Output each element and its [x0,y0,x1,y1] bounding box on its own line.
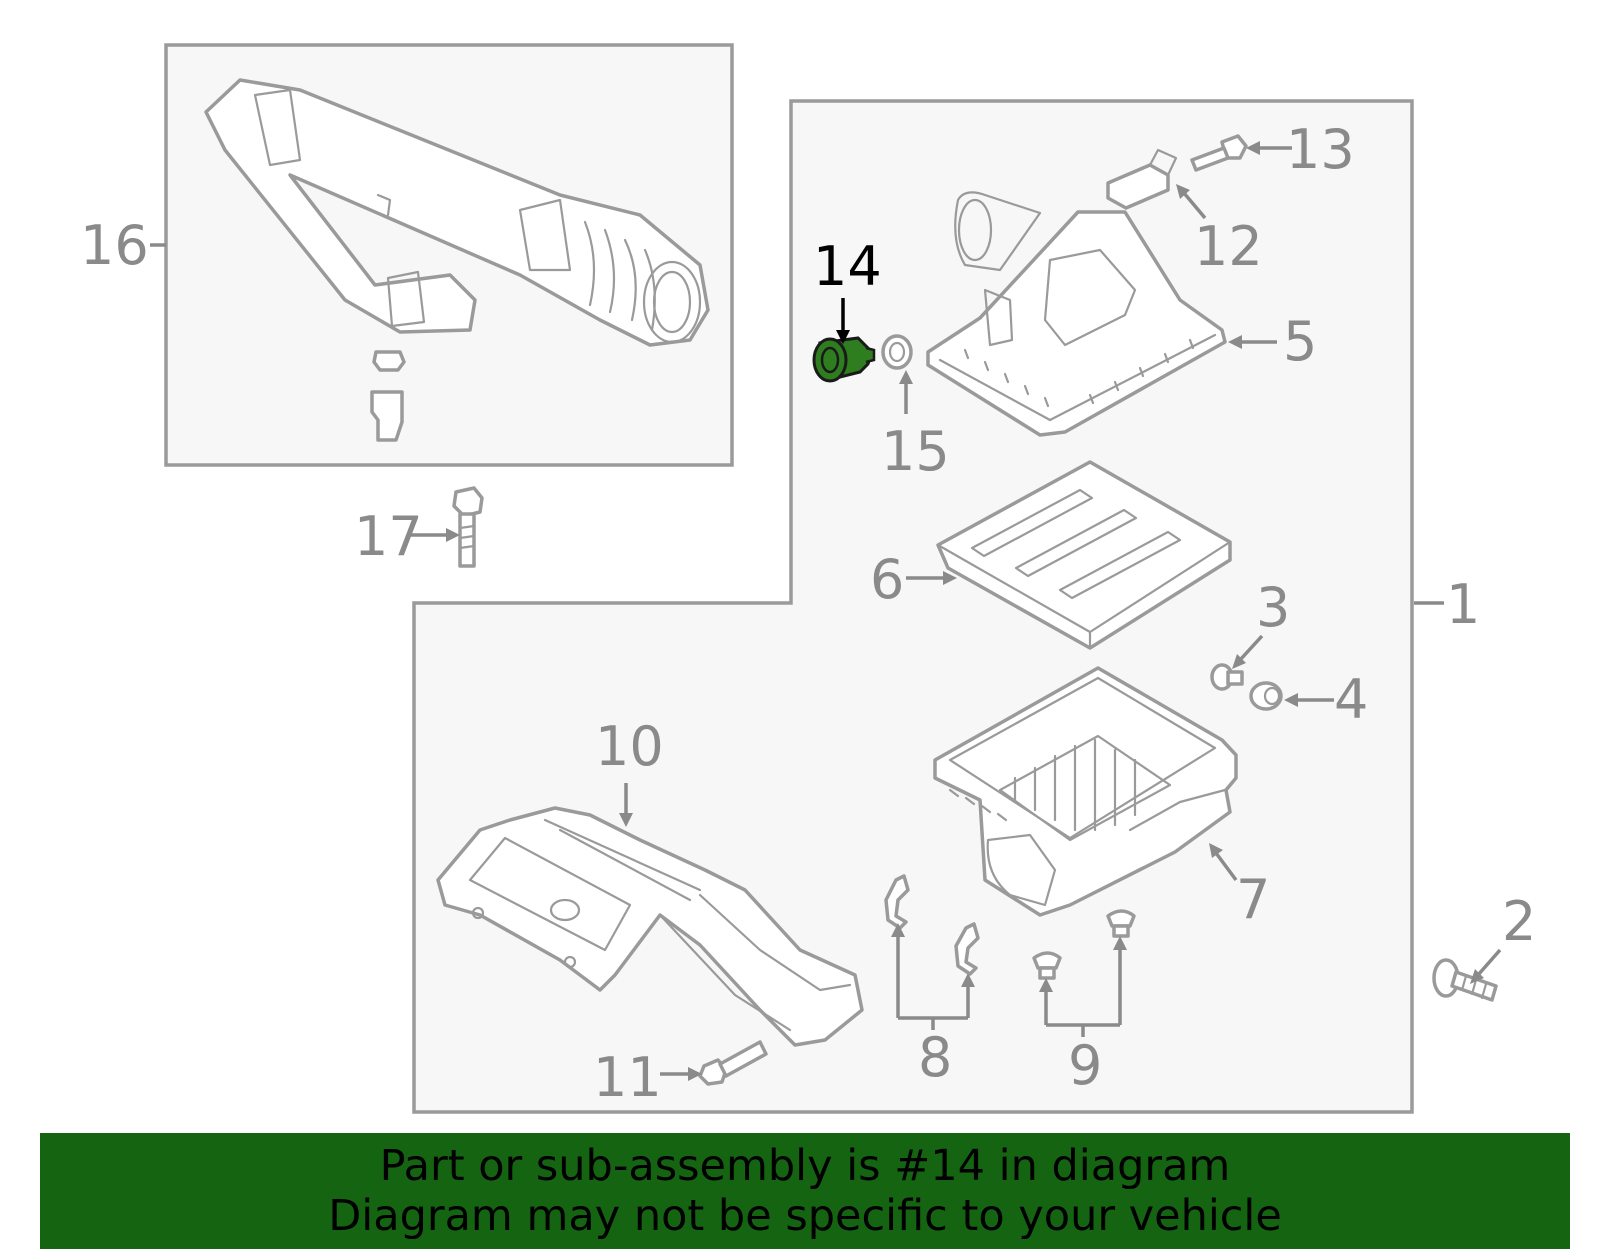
callout-3: 3 [1256,576,1290,639]
part-3-clip[interactable] [1210,663,1244,691]
callout-9: 9 [1068,1034,1102,1097]
part-4-grommet[interactable] [1249,681,1283,711]
callout-6: 6 [870,548,904,611]
callout-14: 14 [813,235,882,298]
callout-1: 1 [1446,573,1480,636]
callout-17: 17 [354,505,423,568]
part-15-grommet[interactable] [881,334,913,370]
banner-line-2: Diagram may not be specific to your vehi… [328,1191,1282,1241]
callout-4: 4 [1334,668,1368,731]
callout-16: 16 [80,214,149,277]
callout-5: 5 [1283,310,1317,373]
part-6-air-filter[interactable] [936,460,1232,650]
part-14-highlighted[interactable] [812,336,876,383]
callout-2: 2 [1502,890,1536,953]
part-17-bolt[interactable] [452,486,484,568]
part-7-air-cleaner-housing[interactable] [933,666,1238,917]
part-16-intake-tube[interactable] [204,78,710,347]
part-2-screw[interactable] [1432,958,1498,1002]
callout-13: 13 [1286,118,1355,181]
callout-12: 12 [1194,215,1263,278]
callout-labels: 16 17 14 15 5 12 13 6 1 3 4 10 7 2 11 8 … [80,118,1536,1109]
part-16-clip[interactable] [370,350,406,442]
callout-10: 10 [595,715,664,778]
info-banner: Part or sub-assembly is #14 in diagram D… [40,1133,1570,1249]
part-9-plugs[interactable] [1032,909,1136,980]
part-5-air-cleaner-cover[interactable] [926,191,1227,437]
part-10-duct[interactable] [436,806,864,1047]
part-11-bolt[interactable] [698,1040,768,1086]
part-13-screw[interactable] [1190,134,1248,172]
callout-11: 11 [593,1046,662,1109]
callout-15: 15 [881,420,950,483]
callout-8: 8 [918,1026,952,1089]
part-8-clips[interactable] [884,874,980,976]
banner-line-1: Part or sub-assembly is #14 in diagram [379,1141,1231,1191]
part-12-sensor[interactable] [1106,148,1178,210]
leader-lines [150,141,1502,1081]
callout-7: 7 [1236,868,1270,931]
